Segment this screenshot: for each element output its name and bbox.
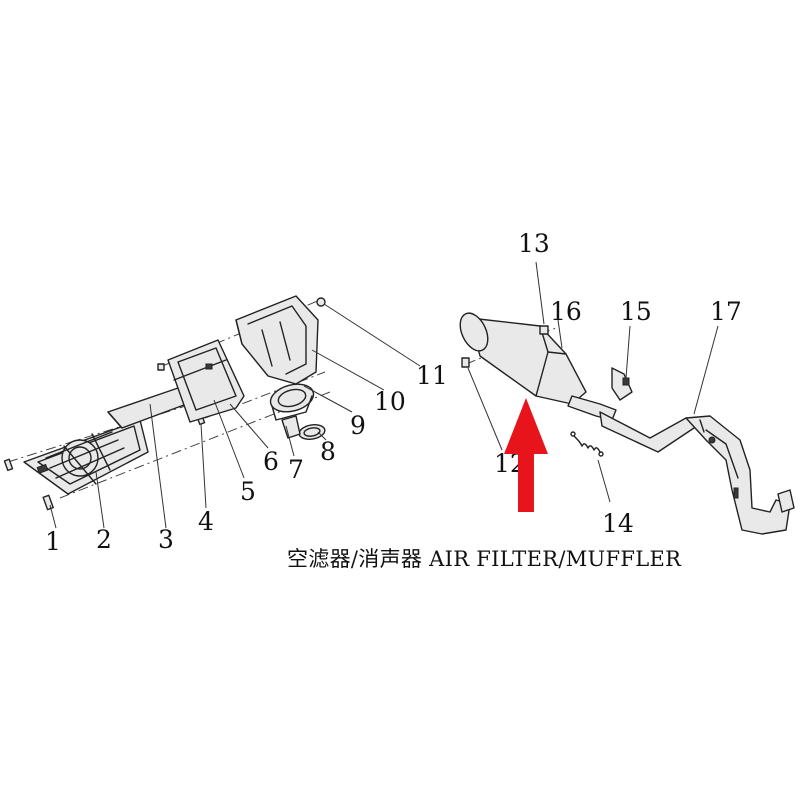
callout-8: 8	[320, 437, 336, 466]
callout-10: 10	[374, 387, 406, 416]
callout-6: 6	[263, 447, 279, 476]
part-15-bracket	[611, 367, 633, 401]
leader-lines-right	[467, 261, 719, 503]
callout-3: 3	[158, 525, 174, 554]
callout-9: 9	[350, 411, 366, 440]
callout-17: 17	[710, 297, 742, 326]
callout-15: 15	[620, 297, 652, 326]
part-2-filter-cover	[23, 419, 149, 495]
part-5-6-filter-holder	[157, 339, 245, 423]
callout-5: 5	[240, 477, 256, 506]
callout-14: 14	[602, 509, 634, 538]
part-14-spring	[570, 431, 604, 457]
part-10-air-box	[235, 295, 319, 385]
part-11-nut	[316, 297, 326, 307]
callout-numbers: 1 2 3 4 5 6 7 8 9 10 11 12 13 14 15 16 1…	[45, 229, 742, 556]
callout-11: 11	[416, 361, 448, 390]
diagram-caption: 空滤器/消声器 AIR FILTER/MUFFLER	[287, 547, 682, 571]
part-tail-pipe	[567, 395, 701, 453]
part-7-intake-tube	[281, 415, 301, 439]
callout-2: 2	[96, 525, 112, 554]
callout-4: 4	[198, 507, 214, 536]
callout-7: 7	[288, 455, 304, 484]
part-9-intake-boot	[269, 383, 315, 421]
callout-16: 16	[550, 297, 582, 326]
leader-lines-left	[49, 303, 421, 529]
part-17-header-pipe	[685, 415, 795, 535]
part-12-bolt	[461, 357, 470, 368]
callout-1: 1	[45, 527, 61, 556]
red-highlight-arrow	[504, 398, 548, 512]
callout-13: 13	[518, 229, 550, 258]
